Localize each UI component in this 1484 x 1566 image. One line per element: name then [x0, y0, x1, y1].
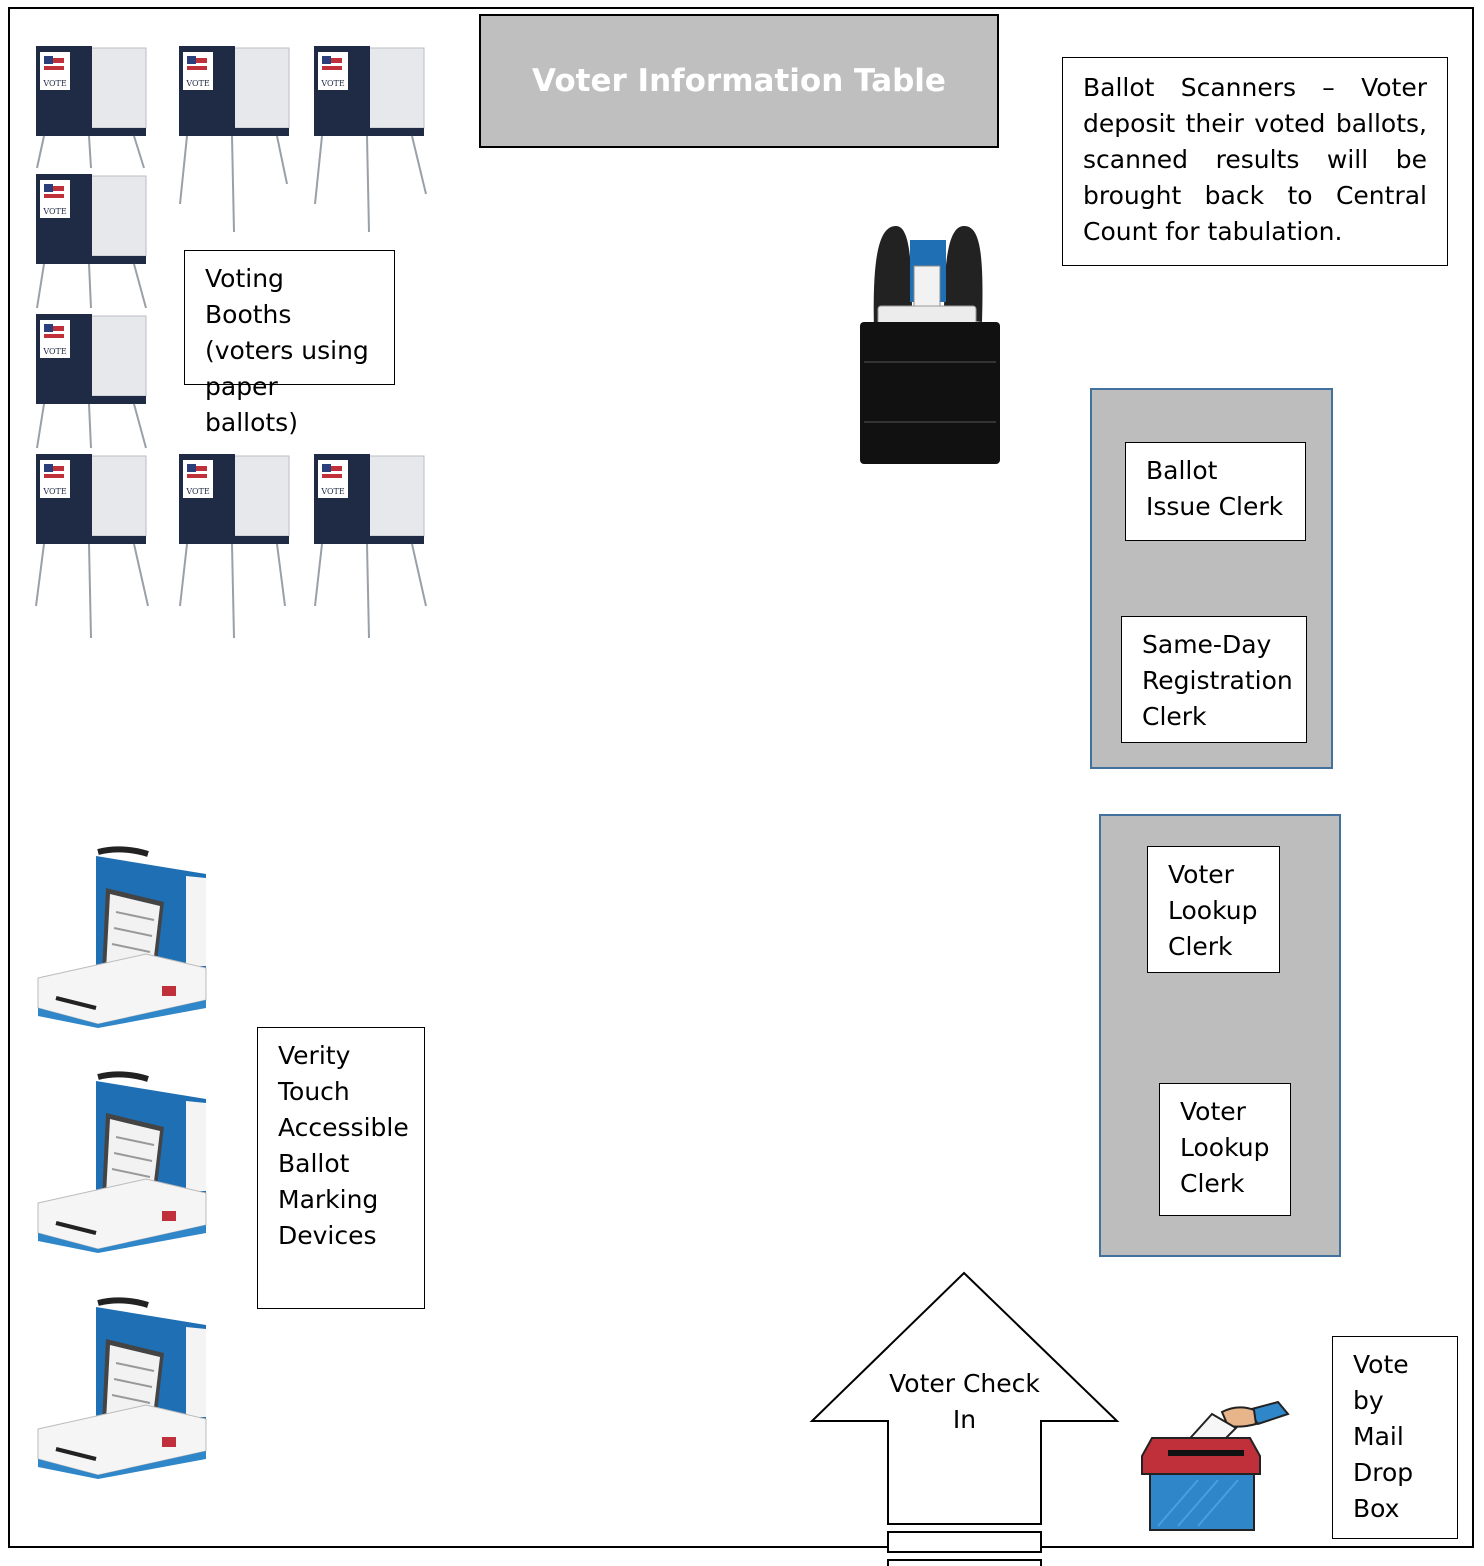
voting-booth-icon: VOTE	[179, 46, 290, 233]
booth-sign-text: VOTE	[42, 347, 67, 356]
booth-sign-text: VOTE	[320, 79, 345, 88]
voting-booth-icon: VOTE	[314, 454, 427, 639]
booth-sign-text: VOTE	[42, 79, 67, 88]
ballot-marking-devices-label: Verity Touch Accessible Ballot Marking D…	[257, 1027, 425, 1309]
ballot-scanner-icon	[860, 226, 1000, 464]
ballot-marking-device-icon	[37, 1071, 207, 1253]
same-day-registration-clerk: Same-Day Registration Clerk	[1121, 616, 1307, 743]
drop-box-icon	[1141, 1400, 1290, 1531]
booth-sign-text: VOTE	[320, 487, 345, 496]
voter-lookup-clerk-2-text: Voter Lookup Clerk	[1180, 1097, 1270, 1198]
ballot-marking-device-icon	[37, 1297, 207, 1479]
booth-sign-text: VOTE	[185, 487, 210, 496]
voting-booth-icon: VOTE	[36, 46, 147, 169]
voting-booth-icon: VOTE	[36, 314, 147, 449]
ballot-marking-device-icon	[37, 846, 207, 1028]
ballot-issue-clerk: Ballot Issue Clerk	[1125, 442, 1306, 541]
voting-booths-label: Voting Booths (voters using paper ballot…	[184, 250, 395, 437]
booth-sign-text: VOTE	[42, 207, 67, 216]
polling-room-outline	[8, 7, 1474, 1548]
voter-lookup-clerk-2: Voter Lookup Clerk	[1159, 1083, 1291, 1216]
voting-booth-icon: VOTE	[36, 174, 147, 309]
ballot-marking-devices-label-text: Verity Touch Accessible Ballot Marking D…	[278, 1041, 409, 1250]
voter-information-table: Voter Information Table	[479, 14, 999, 148]
voting-booth-icon: VOTE	[179, 454, 290, 639]
ballot-scanners-note: Ballot Scanners – Voter deposit their vo…	[1062, 57, 1448, 266]
voter-information-table-label: Voter Information Table	[532, 63, 946, 99]
drop-box-label-text: Vote by Mail Drop Box	[1353, 1350, 1414, 1523]
check-in-arrow-label: Voter Check In	[888, 1366, 1041, 1438]
check-in-arrow-label-text: Voter Check In	[889, 1369, 1040, 1434]
same-day-registration-clerk-text: Same-Day Registration Clerk	[1142, 630, 1293, 731]
booth-sign-text: VOTE	[42, 487, 67, 496]
booth-sign-text: VOTE	[185, 79, 210, 88]
ballot-scanners-note-text: Ballot Scanners – Voter deposit their vo…	[1083, 73, 1427, 246]
voting-booth-icon: VOTE	[35, 454, 149, 639]
voter-lookup-clerk-1: Voter Lookup Clerk	[1147, 846, 1280, 973]
voting-booth-icon: VOTE	[314, 46, 427, 233]
drop-box-label: Vote by Mail Drop Box	[1332, 1336, 1458, 1539]
ballot-issue-clerk-text: Ballot Issue Clerk	[1146, 456, 1284, 521]
voter-lookup-clerk-1-text: Voter Lookup Clerk	[1168, 860, 1258, 961]
voting-booths-label-text: Voting Booths (voters using paper ballot…	[205, 264, 369, 437]
